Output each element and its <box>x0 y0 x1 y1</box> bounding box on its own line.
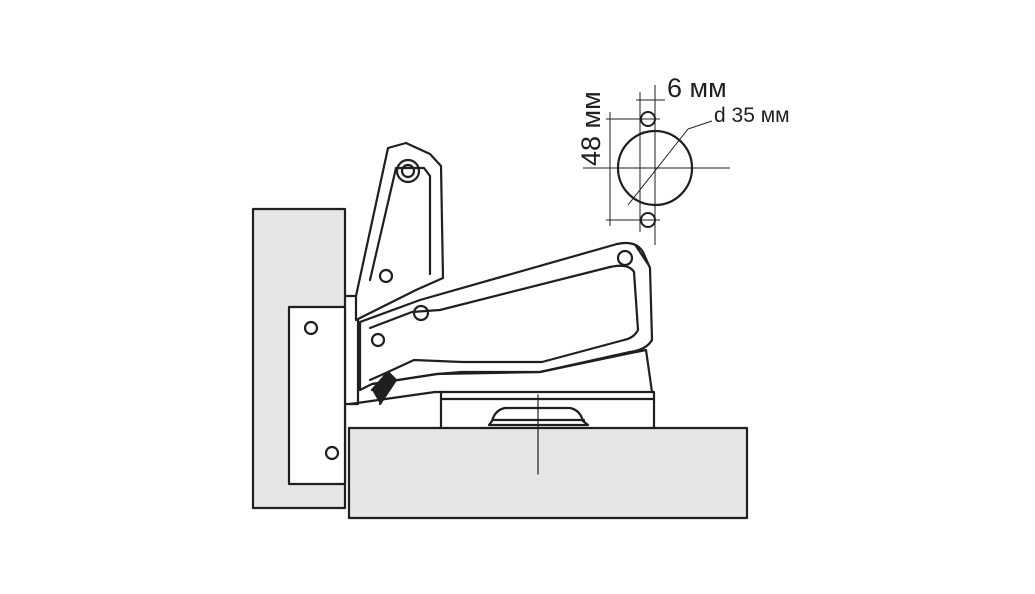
cup-diameter-label: d 35 мм <box>714 104 790 127</box>
hinge-link-arm <box>354 141 445 322</box>
drilling-detail <box>583 85 730 245</box>
screw-distance-label: 48 мм <box>576 91 606 166</box>
hinge-main-arm <box>358 241 654 406</box>
dimension-lines <box>583 85 730 245</box>
mounting-plate <box>287 294 360 486</box>
hole-spacing-label: 6 мм <box>667 73 727 103</box>
hinge-cup-housing <box>348 390 656 475</box>
cabinet-door-panel <box>347 426 749 520</box>
